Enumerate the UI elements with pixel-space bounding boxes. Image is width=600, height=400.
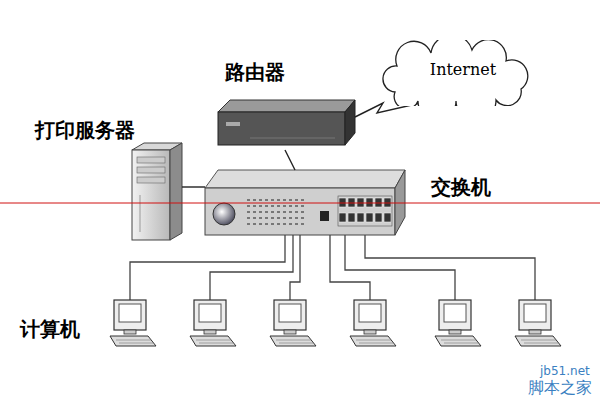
network-cable: [285, 150, 295, 170]
cloud-node: Internet: [375, 40, 535, 106]
watermark-text: 脚本之家: [528, 378, 592, 399]
switch-node: 交换机: [205, 170, 505, 235]
router-node: 路由器: [215, 55, 355, 150]
print-server-tower: [132, 143, 182, 240]
network-cable: [182, 186, 205, 187]
red-rule-line: [0, 203, 600, 204]
device-label: Internet: [430, 57, 496, 83]
device-label: 路由器: [225, 59, 285, 85]
computer-icon: [110, 300, 561, 346]
device-label: 交换机: [431, 174, 491, 200]
print-server-node: 打印服务器: [32, 115, 182, 240]
computer-label: 计算机: [20, 316, 80, 343]
router-device: [218, 100, 355, 145]
network-cable: [130, 235, 535, 300]
device-label: 打印服务器: [35, 117, 135, 143]
watermark-url: jb51.net: [540, 364, 590, 378]
cloud-outline: [383, 40, 528, 106]
